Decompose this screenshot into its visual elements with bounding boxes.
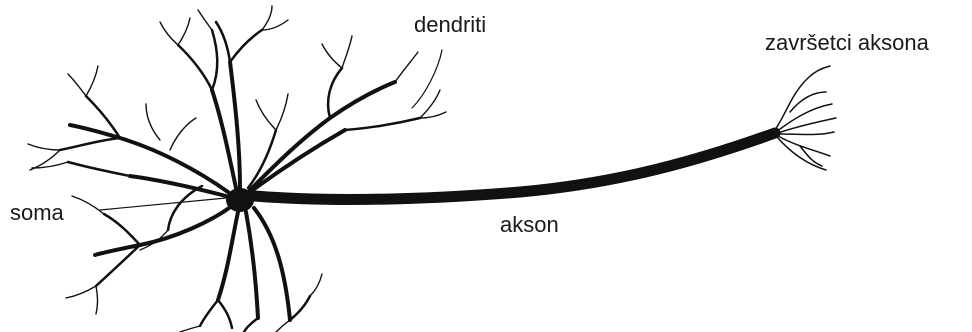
dendrite-branches — [58, 20, 422, 332]
axon — [249, 127, 781, 205]
label-dendrites: dendriti — [414, 12, 487, 37]
dendrite-twigs — [27, 5, 447, 332]
axon-terminals — [771, 65, 837, 171]
label-soma: soma — [10, 200, 64, 225]
soma-leader-line — [99, 197, 227, 211]
dendrites-leader-line — [411, 49, 443, 109]
label-axon: akson — [500, 212, 559, 237]
label-axon-terminals: završetci aksona — [765, 30, 929, 55]
